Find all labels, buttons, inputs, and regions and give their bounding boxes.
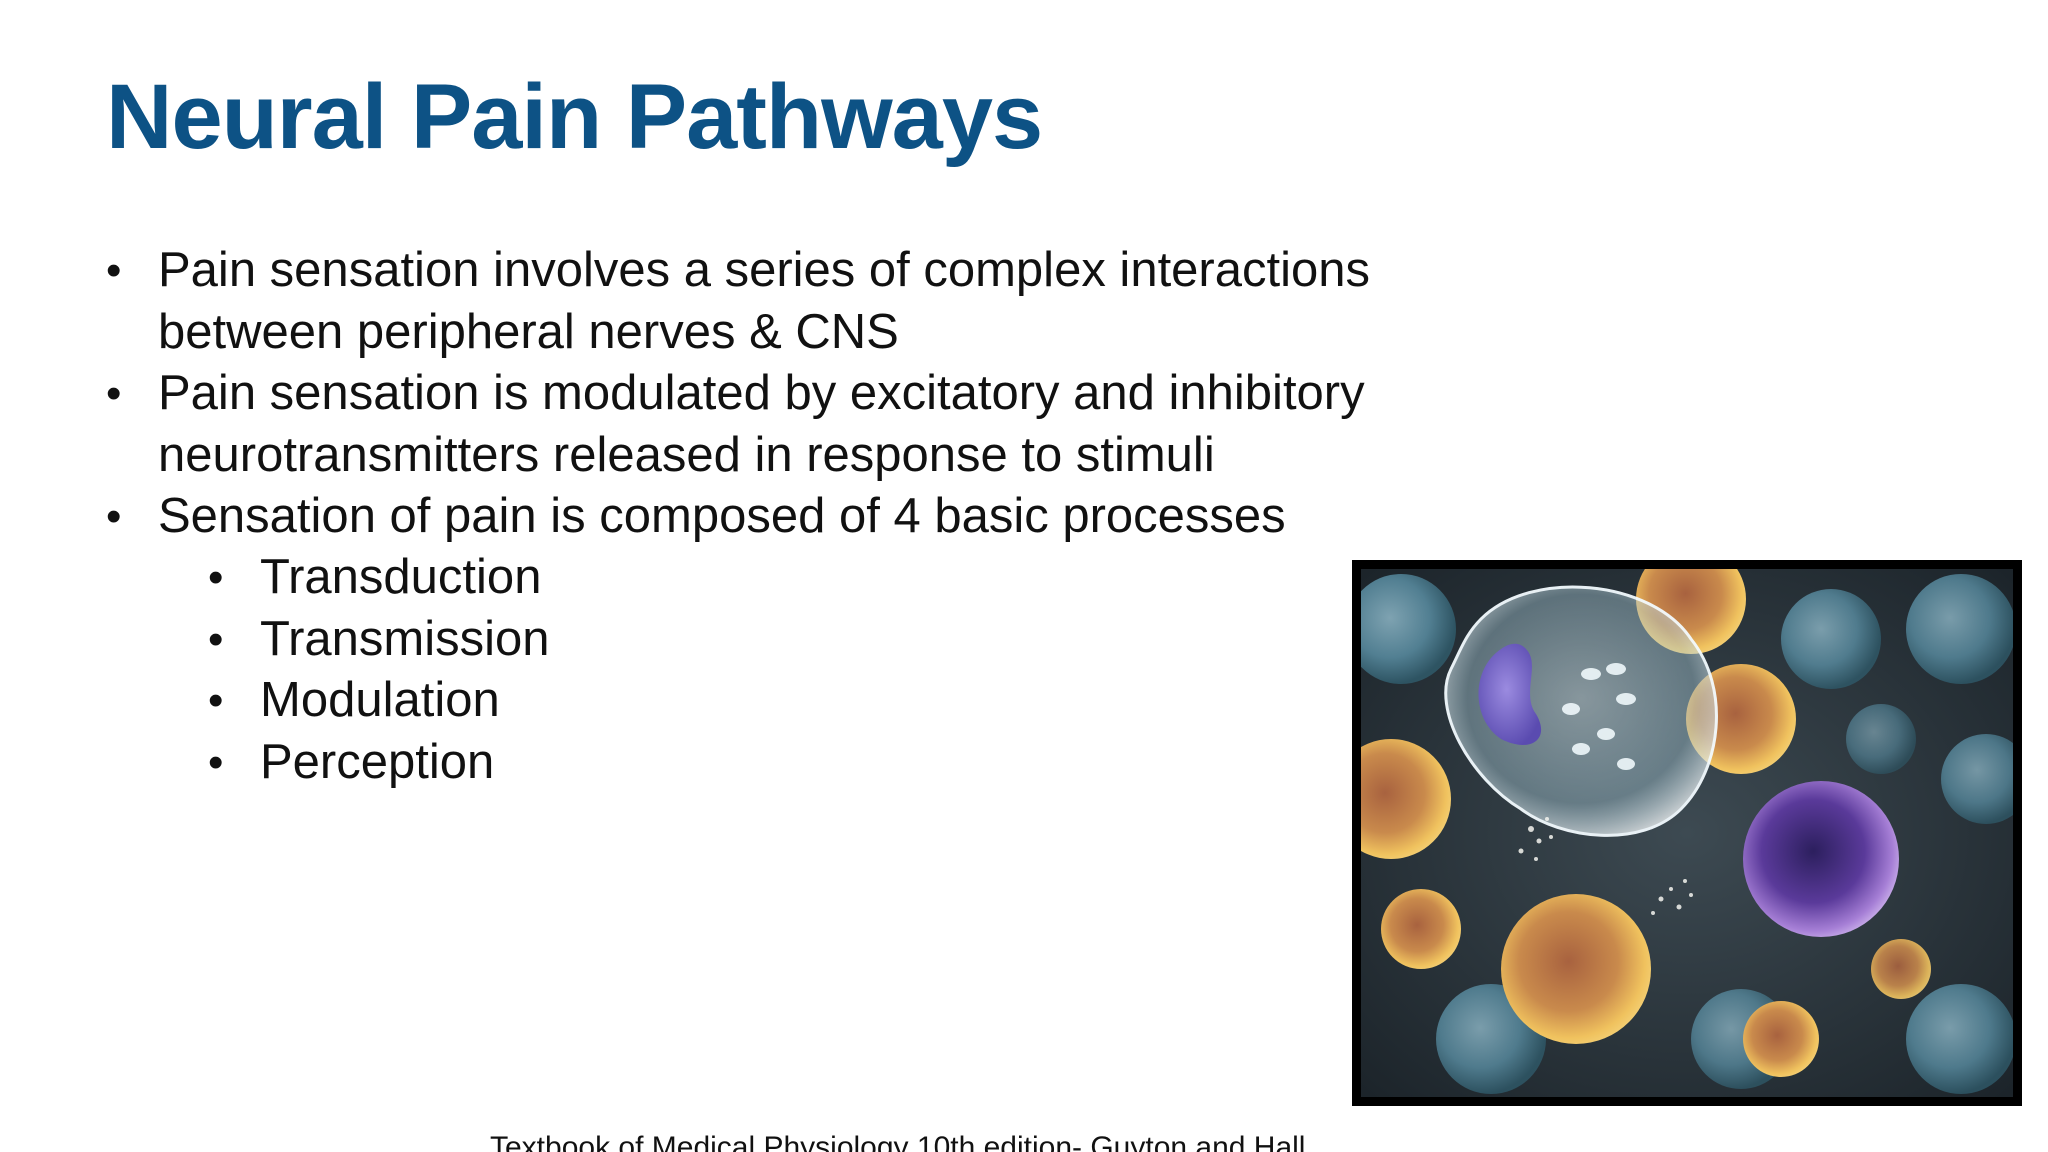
bullet-dot: •: [106, 492, 122, 541]
sub-bullet-dot: •: [208, 614, 224, 664]
sub-bullet-text: Transmission: [260, 611, 550, 666]
sub-bullet-item: • Transduction: [208, 547, 550, 609]
sub-bullet-dot: •: [208, 737, 224, 787]
bullet-text: Pain sensation involves a series of comp…: [158, 243, 1371, 359]
bullet-list: • Pain sensation involves a series of co…: [106, 240, 1466, 548]
bullet-item: • Pain sensation is modulated by excitat…: [106, 363, 1466, 486]
sub-bullet-item: • Transmission: [208, 609, 550, 671]
slide-title: Neural Pain Pathways: [106, 66, 1043, 168]
sub-bullet-list: • Transduction • Transmission • Modulati…: [208, 547, 550, 793]
sub-bullet-text: Transduction: [260, 550, 542, 604]
sub-bullet-text: Modulation: [260, 673, 500, 727]
sub-bullet-item: • Modulation: [208, 670, 550, 732]
bullet-dot: •: [106, 369, 122, 418]
sub-bullet-dot: •: [208, 676, 224, 725]
bullet-text: Pain sensation is modulated by excitator…: [158, 366, 1365, 482]
sub-bullet-text: Perception: [260, 734, 495, 789]
sub-bullet-dot: •: [208, 553, 224, 602]
citation-text: Textbook of Medical Physiology 10th edit…: [490, 1131, 1306, 1152]
bullet-text: Sensation of pain is composed of 4 basic…: [158, 489, 1286, 543]
immune-cells-illustration: [1361, 569, 2013, 1097]
immune-cells-image: [1352, 560, 2022, 1106]
sub-bullet-item: • Perception: [208, 732, 550, 794]
bullet-item: • Pain sensation involves a series of co…: [106, 240, 1466, 363]
bullet-dot: •: [106, 246, 122, 295]
bullet-item: • Sensation of pain is composed of 4 bas…: [106, 486, 1466, 548]
